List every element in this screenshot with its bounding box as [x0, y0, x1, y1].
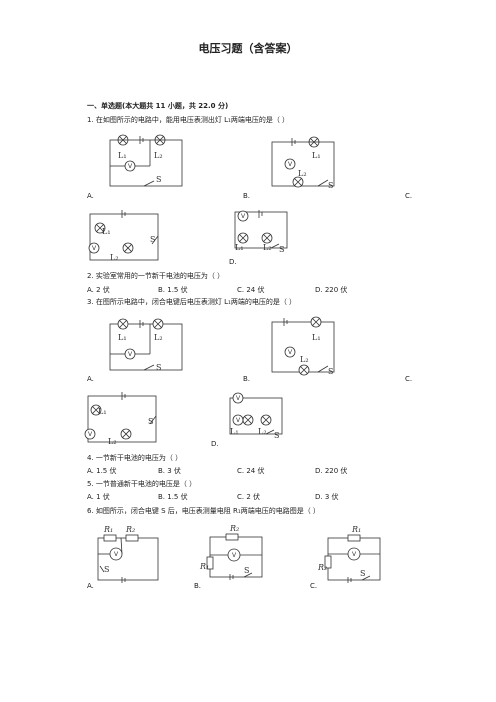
svg-text:L₁: L₁	[230, 427, 239, 436]
svg-text:R₁: R₁	[351, 525, 361, 534]
svg-text:L₂: L₂	[300, 355, 309, 364]
q3-circuit-c: L₁ L₂ V S	[84, 392, 157, 446]
svg-text:R₁: R₁	[199, 562, 209, 571]
svg-text:S: S	[150, 235, 155, 244]
q6-option-b: B.	[194, 582, 202, 590]
svg-text:L₁: L₁	[118, 333, 127, 342]
q1-circuit-d: V L₁ L₂ S	[234, 210, 288, 254]
svg-text:V: V	[92, 245, 97, 252]
page-title: 电压习题（含答案）	[198, 42, 298, 55]
section-heading: 一、单选题(本大题共 11 小题，共 22.0 分)	[87, 102, 229, 110]
q4-option-d[interactable]: D. 220 伏	[315, 467, 348, 475]
q5-option-b[interactable]: B. 1.5 伏	[158, 493, 188, 501]
q6-circuit-a: R₁ R₂ V S	[97, 525, 159, 583]
svg-text:R₂: R₂	[317, 563, 327, 572]
q6-circuit-b: R₂ R₁ V S	[199, 524, 263, 580]
svg-text:S: S	[274, 431, 279, 440]
q1-option-c: C.	[405, 192, 413, 200]
svg-text:L₁: L₁	[312, 333, 321, 342]
svg-text:L₂: L₂	[154, 333, 163, 342]
svg-text:V: V	[236, 395, 241, 402]
q1-circuit-a: L₁ L₂ V S	[109, 134, 183, 187]
q3-circuit-a: L₁ L₂ V S	[109, 318, 183, 372]
svg-text:V: V	[128, 351, 133, 358]
svg-text:S: S	[360, 569, 365, 578]
svg-text:L₂: L₂	[258, 427, 267, 436]
svg-text:R₂: R₂	[125, 525, 135, 534]
q2-option-d[interactable]: D. 220 伏	[315, 286, 348, 294]
q3-option-a: A.	[87, 375, 94, 383]
svg-text:L₁: L₁	[102, 227, 111, 236]
svg-text:V: V	[232, 552, 237, 559]
svg-text:S: S	[328, 367, 333, 376]
q1-option-a: A.	[87, 192, 94, 200]
svg-text:S: S	[328, 181, 333, 190]
svg-text:S: S	[279, 245, 284, 254]
svg-text:R₂: R₂	[229, 524, 239, 533]
svg-text:L₁: L₁	[235, 243, 244, 252]
q1a-label-l1: L₁	[118, 151, 127, 160]
q2-option-c[interactable]: C. 24 伏	[237, 286, 265, 294]
q3-option-c: C.	[405, 375, 413, 383]
q1a-label-l2: L₂	[154, 151, 163, 160]
q6-option-c: C.	[310, 582, 318, 590]
q6-circuit-c: R₁ R₂ V S	[317, 525, 381, 583]
q1-circuit-c: L₁ L₂ V S	[88, 210, 159, 262]
q4-option-c[interactable]: C. 24 伏	[237, 467, 265, 475]
q3-circuit-b: L₁ L₂ V S	[271, 316, 335, 376]
q4-stem: 4. 一节新干电池的电压为（ ）	[87, 454, 183, 462]
q5-stem: 5. 一节普通新干电池的电压是（ ）	[87, 480, 197, 488]
svg-text:V: V	[288, 349, 293, 356]
svg-text:L₂: L₂	[110, 253, 119, 262]
svg-text:V: V	[114, 551, 119, 558]
svg-text:S: S	[148, 417, 153, 426]
q1-stem: 1. 在如图所示的电路中，能用电压表测出灯 L₁两端电压的是（ ）	[87, 116, 290, 124]
q6-stem: 6. 如图所示，闭合电键 S 后，电压表测量电阻 R₁两端电压的电路图是（ ）	[87, 507, 320, 515]
svg-text:S: S	[244, 566, 249, 575]
svg-text:V: V	[352, 551, 357, 558]
svg-text:V: V	[241, 213, 246, 220]
q2-option-a[interactable]: A. 2 伏	[87, 286, 110, 294]
q6-option-a: A.	[87, 582, 94, 590]
svg-text:S: S	[156, 363, 161, 372]
svg-text:V: V	[288, 161, 293, 168]
q3-circuit-d: V V L₁ L₂ S	[229, 392, 283, 440]
q5-option-a[interactable]: A. 1 伏	[87, 493, 110, 501]
svg-text:L₁: L₁	[98, 407, 107, 416]
q3-option-b: B.	[243, 375, 251, 383]
q2-option-b[interactable]: B. 1.5 伏	[158, 286, 188, 294]
svg-text:V: V	[88, 431, 93, 438]
q3-option-d: D.	[211, 440, 219, 448]
q1a-switch: S	[156, 175, 161, 184]
q1-option-d: D.	[229, 258, 237, 266]
q4-option-b[interactable]: B. 3 伏	[158, 467, 181, 475]
q5-option-d[interactable]: D. 3 伏	[315, 493, 339, 501]
svg-text:L₂: L₂	[108, 437, 117, 446]
q3-stem: 3. 在图所示电路中，闭合电键后电压表测灯 L₁两端的电压的是（ ）	[87, 298, 297, 306]
svg-text:S: S	[104, 565, 109, 574]
q1a-voltmeter: V	[128, 163, 133, 170]
svg-text:L₂: L₂	[298, 169, 307, 178]
svg-text:L₂: L₂	[263, 243, 272, 252]
q5-option-c[interactable]: C. 2 伏	[237, 493, 261, 501]
svg-text:L₁: L₁	[312, 151, 321, 160]
svg-text:V: V	[236, 417, 241, 424]
q1-circuit-b: L₁ L₂ V S	[271, 136, 335, 190]
q4-option-a[interactable]: A. 1.5 伏	[87, 467, 117, 475]
svg-text:R₁: R₁	[103, 525, 113, 534]
q1-option-b: B.	[243, 192, 251, 200]
q2-stem: 2. 实验室常用的一节新干电池的电压为（ ）	[87, 272, 225, 280]
